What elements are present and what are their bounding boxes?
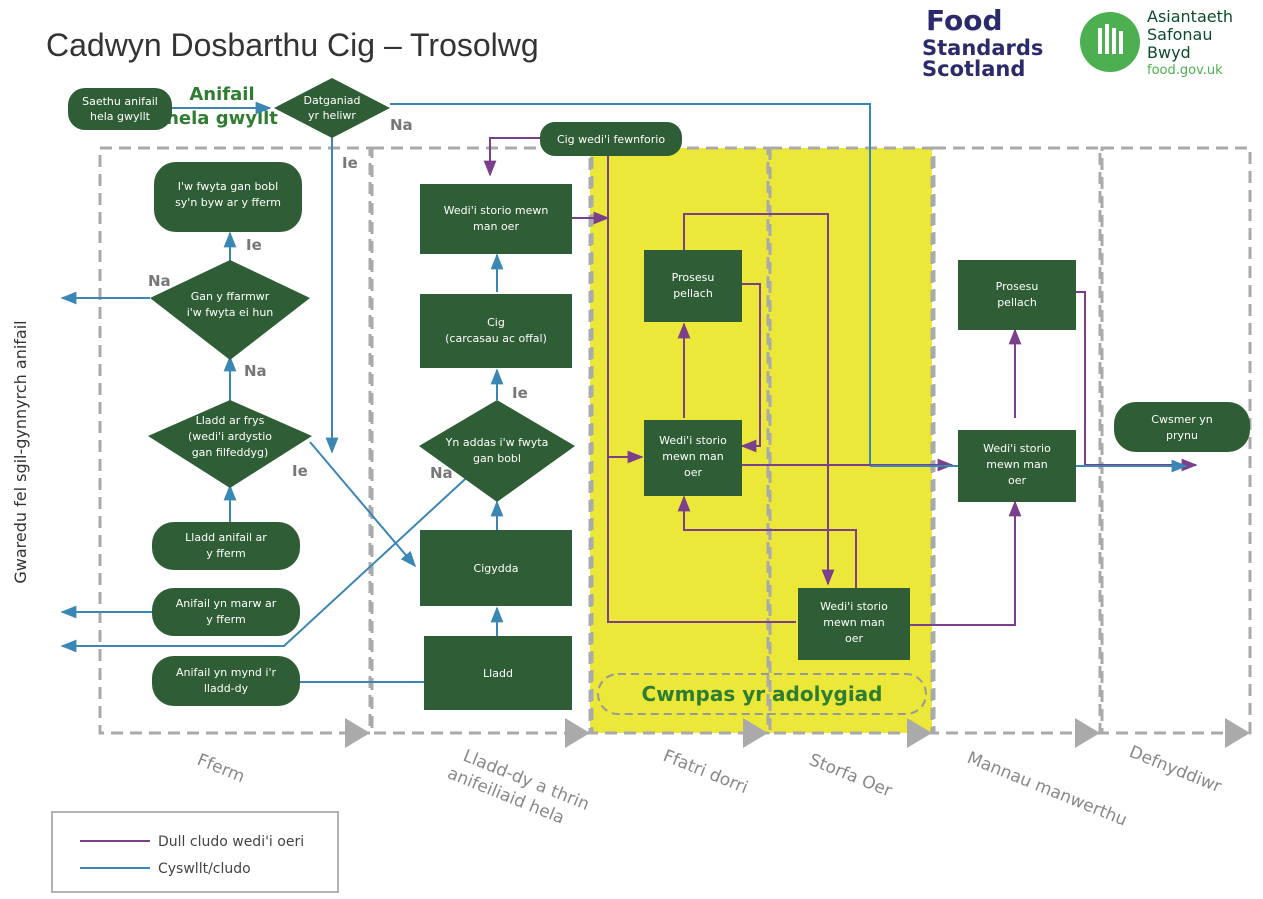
svg-text:mewn man: mewn man [662,450,723,463]
svg-text:Wedi'i storio mewn: Wedi'i storio mewn [444,204,549,217]
node-prosesu-ffatri: Prosesu pellach [644,250,742,322]
svg-text:Anifail yn mynd i'r: Anifail yn mynd i'r [176,666,277,679]
food-standards-scotland-logo: Food Standards Scotland [922,4,1043,81]
node-storio-lladd-dy: Wedi'i storio mewn man oer [420,184,572,254]
svg-text:Yn addas i'w fwyta: Yn addas i'w fwyta [445,436,549,449]
svg-text:sy'n byw ar y fferm: sy'n byw ar y fferm [175,196,281,209]
stage-label-fferm: Fferm [194,750,247,787]
svg-text:gan filfeddyg): gan filfeddyg) [192,446,269,459]
stage-label-storfa: Storfa Oer [806,750,895,801]
node-fewnforio: Cig wedi'i fewnforio [540,122,682,156]
svg-text:Anifail yn marw ar: Anifail yn marw ar [176,597,277,610]
fsa-logo: Asiantaeth Safonau Bwyd food.gov.uk [1080,7,1233,78]
node-cigydda: Cigydda [420,530,572,606]
edge-labels: Na Ie Ie Na Na Ie Ie Na [148,116,528,482]
node-datganiad: Datganiad yr heliwr [274,78,390,138]
svg-text:mewn man: mewn man [986,458,1047,471]
svg-text:(carcasau ac offal): (carcasau ac offal) [445,332,547,345]
side-label-animal-byproduct: Gwaredu fel sgil-gynnyrch anifail [11,320,30,583]
svg-text:Prosesu: Prosesu [996,280,1039,293]
node-fwyta-fferm: I'w fwyta gan bobl sy'n byw ar y fferm [154,162,302,232]
svg-text:Cwsmer yn: Cwsmer yn [1151,413,1212,426]
svg-text:yr heliwr: yr heliwr [308,109,356,122]
label-ie-lladd-frys: Ie [292,462,308,480]
page-title: Cadwyn Dosbarthu Cig – Trosolwg [46,27,539,63]
svg-text:Lladd ar frys: Lladd ar frys [196,414,265,427]
stage-label-defnyddiwr: Defnyddiwr [1126,742,1224,797]
svg-text:y fferm: y fferm [206,547,245,560]
label-ie-datganiad: Ie [342,154,358,172]
svg-text:mewn man: mewn man [823,616,884,629]
stage-labels: Fferm Lladd-dy a thrin anifeiliaid hela … [194,742,1224,830]
svg-text:Cigydda: Cigydda [474,562,519,575]
svg-text:Wedi'i storio: Wedi'i storio [659,434,727,447]
scope-label-box [597,673,927,715]
svg-text:Wedi'i storio: Wedi'i storio [983,442,1051,455]
node-marw: Anifail yn marw ar y fferm [152,588,300,636]
label-na-lladd-frys: Na [244,362,267,380]
legend-link-label: Cyswllt/cludo [158,861,251,877]
label-ie-addas: Ie [512,384,528,402]
node-mynd: Anifail yn mynd i'r lladd-dy [152,656,300,706]
svg-text:oer: oer [684,466,702,479]
node-addas: Yn addas i'w fwyta gan bobl [419,400,575,502]
label-na-addas: Na [430,464,453,482]
stage-label-ffatri: Ffatri dorri [660,746,751,798]
svg-text:oer: oer [845,632,863,645]
svg-text:man oer: man oer [473,220,519,233]
label-na-datganiad: Na [390,116,413,134]
svg-text:Lladd: Lladd [483,667,513,680]
svg-text:Scotland: Scotland [922,57,1025,81]
svg-text:pellach: pellach [997,296,1037,309]
node-lladd: Lladd [424,636,572,710]
svg-text:(wedi'i ardystio: (wedi'i ardystio [188,430,272,443]
svg-text:Lladd anifail ar: Lladd anifail ar [185,531,267,544]
node-saethu: Saethu anifail hela gwyllt [68,88,172,130]
svg-text:Gan y ffarmwr: Gan y ffarmwr [191,290,270,303]
label-na-ffarmwr: Na [148,272,171,290]
node-storio-ffatri: Wedi'i storio mewn man oer [644,420,742,496]
wild-game-label-1: Anifail [189,84,254,105]
svg-text:hela gwyllt: hela gwyllt [90,110,151,123]
stage-label-manwerthu: Mannau manwerthu [964,748,1130,830]
svg-text:y fferm: y fferm [206,613,245,626]
svg-text:Food: Food [926,4,1003,37]
svg-text:gan bobl: gan bobl [473,452,521,465]
link-lines [60,101,871,683]
scope-label: Cwmpas yr adolygiad [642,682,883,706]
svg-text:food.gov.uk: food.gov.uk [1147,63,1223,78]
legend-chilled-label: Dull cludo wedi'i oeri [158,834,304,850]
svg-text:Cig: Cig [487,316,505,329]
node-storio-manwerthu: Wedi'i storio mewn man oer [958,430,1076,502]
node-lladd-fferm: Lladd anifail ar y fferm [152,522,300,570]
svg-text:I'w fwyta gan bobl: I'w fwyta gan bobl [178,180,278,193]
svg-text:Saethu anifail: Saethu anifail [82,95,158,108]
svg-text:oer: oer [1008,474,1026,487]
svg-text:Bwyd: Bwyd [1147,43,1191,62]
node-storio-storfa-oer: Wedi'i storio mewn man oer [798,588,910,660]
svg-text:prynu: prynu [1166,429,1198,442]
svg-text:Safonau: Safonau [1147,25,1212,44]
svg-text:pellach: pellach [673,287,713,300]
label-ie-ffarmwr: Ie [246,236,262,254]
node-cwsmer: Cwsmer yn prynu [1114,402,1250,452]
node-prosesu-manwerthu: Prosesu pellach [958,260,1076,330]
svg-text:Standards: Standards [922,36,1043,60]
legend: Dull cludo wedi'i oeri Cyswllt/cludo [51,811,339,893]
svg-text:i'w fwyta ei hun: i'w fwyta ei hun [187,306,274,319]
stage-arrowheads [345,718,1250,748]
svg-text:Wedi'i storio: Wedi'i storio [820,600,888,613]
node-ffarmwr: Gan y ffarmwr i'w fwyta ei hun [150,260,310,360]
svg-text:Cig wedi'i fewnforio: Cig wedi'i fewnforio [557,133,665,146]
svg-text:Prosesu: Prosesu [672,271,715,284]
svg-text:Asiantaeth: Asiantaeth [1147,7,1233,26]
node-cig: Cig (carcasau ac offal) [420,294,572,368]
svg-text:lladd-dy: lladd-dy [204,682,249,695]
svg-text:Datganiad: Datganiad [304,94,361,107]
node-lladd-frys: Lladd ar frys (wedi'i ardystio gan filfe… [148,400,312,488]
wild-game-label-2: hela gwyllt [166,108,278,129]
